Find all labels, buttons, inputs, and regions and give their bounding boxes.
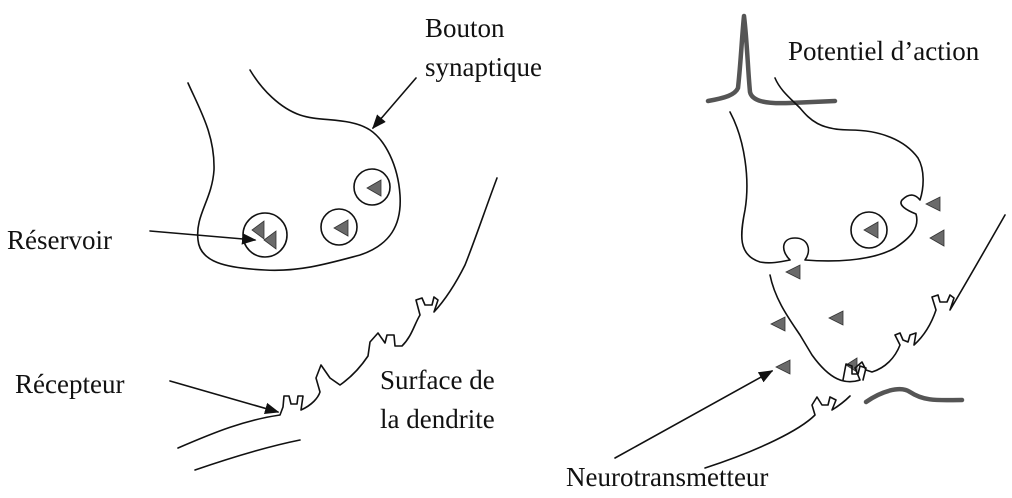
right-dendrite-upper-line: [770, 215, 1005, 382]
arrow-reservoir: [150, 231, 255, 240]
label-surface-line1: Surface de: [380, 364, 495, 396]
right-panel: [615, 16, 1005, 468]
label-potentiel: Potentiel d’action: [788, 35, 979, 67]
label-surface-line2: la dendrite: [380, 403, 495, 435]
label-recepteur: Récepteur: [15, 368, 124, 400]
right-vesicle: [851, 212, 887, 248]
left-vesicle-2: [321, 209, 357, 245]
left-dendrite-lower-line: [195, 440, 300, 470]
label-bouton-line2: synaptique: [425, 51, 542, 83]
right-bouton-outline: [730, 78, 923, 263]
arrow-recepteur: [170, 381, 278, 412]
left-vesicle-reservoir: [243, 213, 287, 257]
right-membrane-wave: [866, 389, 962, 402]
label-reservoir: Réservoir: [7, 224, 112, 256]
left-vesicle-3: [354, 169, 390, 205]
arrow-neurotransmetteur: [615, 371, 772, 458]
label-neurotransmetteur: Neurotransmetteur: [566, 461, 768, 493]
right-dendrite-lower-line: [705, 396, 850, 468]
label-bouton-line1: Bouton: [425, 12, 505, 44]
arrow-bouton: [373, 78, 416, 128]
